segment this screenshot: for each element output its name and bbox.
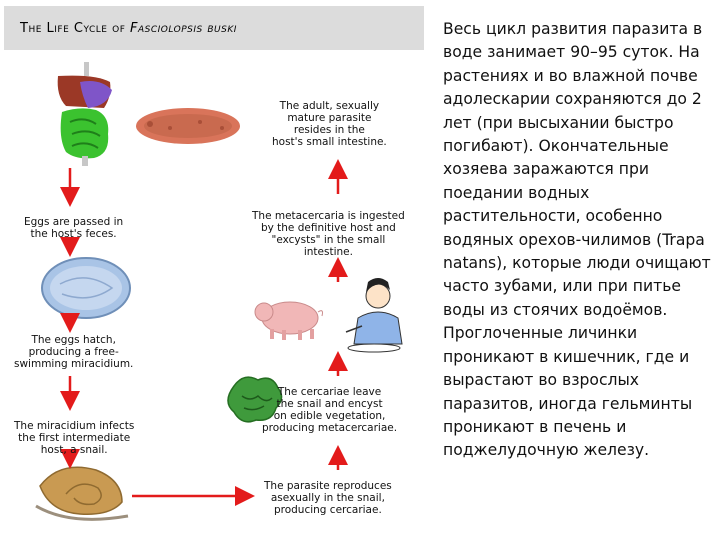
pig-icon: [254, 301, 323, 340]
label-eggs-hatch: The eggs hatch, producing a free- swimmi…: [14, 334, 134, 370]
snail-icon: [35, 466, 129, 521]
label-miracidium: The miracidium infects the first interme…: [14, 420, 135, 456]
description-text: Весь цикл развития паразита в воде заним…: [443, 18, 718, 463]
person-eating-icon: [345, 278, 403, 353]
page-title: The Life Cycle of Fasciolopsis buski: [20, 21, 237, 36]
label-eggs-passed: Eggs are passed in the host's feces.: [24, 216, 124, 240]
title-bar: The Life Cycle of Fasciolopsis buski: [4, 6, 424, 50]
life-cycle-diagram: The adult, sexually mature parasite resi…: [0, 56, 430, 540]
vegetation-icon: [227, 376, 283, 423]
digestive-system-icon: [57, 62, 112, 166]
label-reproduces: The parasite reproduces asexually in the…: [264, 480, 392, 516]
title-prefix: The Life Cycle of: [20, 20, 131, 36]
title-species: Fasciolopsis buski: [130, 20, 237, 36]
adult-fluke-icon: [136, 108, 240, 144]
life-cycle-graphics: [35, 62, 403, 521]
egg-icon: [41, 257, 131, 319]
label-metacercaria: The metacercaria is ingested by the defi…: [252, 210, 405, 258]
label-cercariae: The cercariae leave the snail and encyst…: [262, 386, 398, 434]
label-adult: The adult, sexually mature parasite resi…: [272, 100, 387, 148]
description-paragraph: Весь цикл развития паразита в воде заним…: [443, 20, 711, 460]
